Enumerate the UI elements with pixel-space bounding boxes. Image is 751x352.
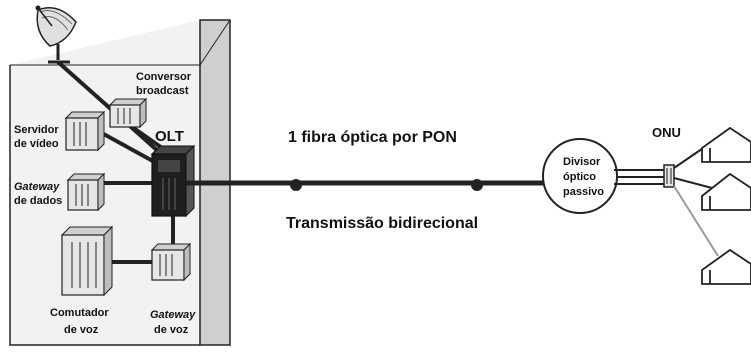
- label-fibra: 1 fibra óptica por PON: [288, 129, 457, 146]
- onu-device-icon: [663, 164, 675, 188]
- data-gateway-server-icon: [66, 172, 106, 212]
- house-icon: [701, 248, 751, 285]
- label-gateway-dados-2: de dados: [14, 195, 62, 207]
- office-links: [56, 60, 175, 264]
- label-gateway-voz-1: Gateway: [150, 309, 196, 321]
- label-conversor-2: broadcast: [136, 85, 189, 97]
- label-divisor-2: óptico: [563, 171, 596, 183]
- label-servidor-1: Servidor: [14, 124, 59, 136]
- satellite-dish-icon: [35, 5, 77, 64]
- label-divisor-3: passivo: [563, 186, 604, 198]
- house-icon: [701, 126, 751, 163]
- fiber-node-2: [471, 179, 483, 191]
- fiber-node-1: [290, 179, 302, 191]
- video-server-icon: [64, 110, 106, 152]
- label-gateway-voz-2: de voz: [154, 324, 189, 336]
- label-gateway-dados-1: Gateway: [14, 181, 60, 193]
- voice-switch-server-icon: [60, 225, 114, 297]
- house-icon: [701, 172, 751, 211]
- label-servidor-2: de vídeo: [14, 138, 59, 150]
- label-conversor-1: Conversor: [136, 71, 192, 83]
- label-comutador-2: de voz: [64, 324, 99, 336]
- label-transmissao: Transmissão bidirecional: [286, 215, 478, 232]
- fiber-link: [186, 179, 545, 191]
- label-olt: OLT: [155, 128, 184, 145]
- label-comutador-1: Comutador: [50, 307, 109, 319]
- conversor-broadcast-server-icon: [108, 97, 148, 129]
- splitter-links: [614, 169, 664, 185]
- labels: Conversor broadcast Servidor de vídeo OL…: [14, 71, 681, 336]
- label-divisor-1: Divisor: [563, 156, 601, 168]
- label-onu: ONU: [652, 125, 681, 140]
- voice-gateway-server-icon: [150, 242, 192, 282]
